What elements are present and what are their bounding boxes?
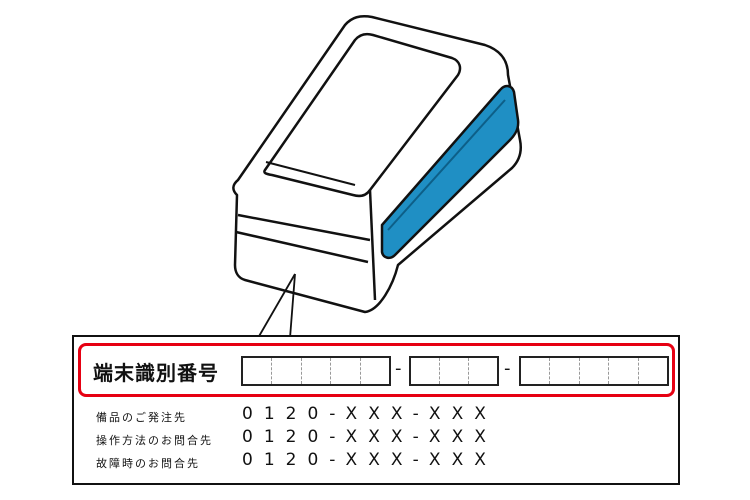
terminal-top-panel xyxy=(263,32,462,198)
contact-number-supplies: 0120-XXX-XXX xyxy=(242,404,497,424)
terminal-id-box-2[interactable] xyxy=(409,356,499,386)
contact-number-failure: 0120-XXX-XXX xyxy=(242,450,497,470)
terminal-id-box-3[interactable] xyxy=(519,356,669,386)
card-slot-icon xyxy=(380,84,520,260)
contact-label-failure: 故障時のお問合先 xyxy=(96,457,200,470)
terminal-info-label: 端末識別番号 - - 備品のご発注先 0120-XXX-XXX 操作方法のお問合… xyxy=(72,335,680,485)
id-separator: - xyxy=(504,358,511,379)
contact-label-operation: 操作方法のお問合先 xyxy=(96,434,213,447)
terminal-id-box-1[interactable] xyxy=(241,356,391,386)
contact-label-supplies: 備品のご発注先 xyxy=(96,411,187,424)
contact-number-operation: 0120-XXX-XXX xyxy=(242,427,497,447)
id-separator: - xyxy=(395,358,402,379)
terminal-id-highlight: 端末識別番号 - - xyxy=(78,343,675,397)
terminal-id-label: 端末識別番号 xyxy=(93,361,219,385)
